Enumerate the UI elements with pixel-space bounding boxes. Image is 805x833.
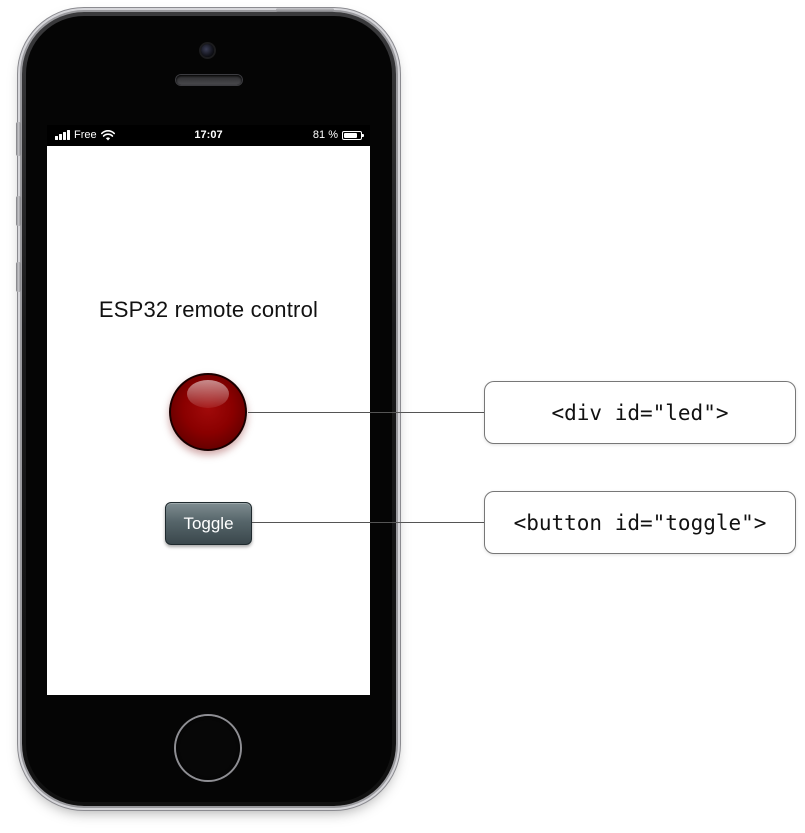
home-button[interactable] xyxy=(176,716,240,780)
power-button xyxy=(276,8,334,12)
carrier-label: Free xyxy=(74,129,97,141)
wifi-icon xyxy=(100,129,115,140)
toggle-callout: <button id="toggle"> xyxy=(484,491,796,554)
mute-switch xyxy=(16,122,21,156)
volume-up-button xyxy=(16,196,21,226)
volume-down-button xyxy=(16,262,21,292)
battery-tip xyxy=(362,133,364,137)
toggle-button[interactable]: Toggle xyxy=(165,502,252,545)
led-highlight xyxy=(187,380,229,408)
battery-percent: 81 % xyxy=(312,129,338,141)
battery-icon xyxy=(342,130,364,140)
earpiece-speaker xyxy=(176,75,242,85)
toggle-callout-line xyxy=(252,522,484,523)
led-callout: <div id="led"> xyxy=(484,381,796,444)
status-right: 81 % xyxy=(312,129,364,141)
status-time: 17:07 xyxy=(194,129,223,141)
page-title: ESP32 remote control xyxy=(98,297,319,322)
signal-bars-icon xyxy=(55,130,70,140)
front-camera xyxy=(201,44,214,57)
status-bar: Free 17:07 81 % xyxy=(47,125,370,146)
led-indicator xyxy=(169,373,247,451)
status-left: Free xyxy=(55,129,115,141)
battery-fill xyxy=(344,132,357,138)
led-callout-line xyxy=(248,412,484,413)
phone-screen: Free 17:07 81 % ESP32 remote control Tog… xyxy=(47,125,370,695)
